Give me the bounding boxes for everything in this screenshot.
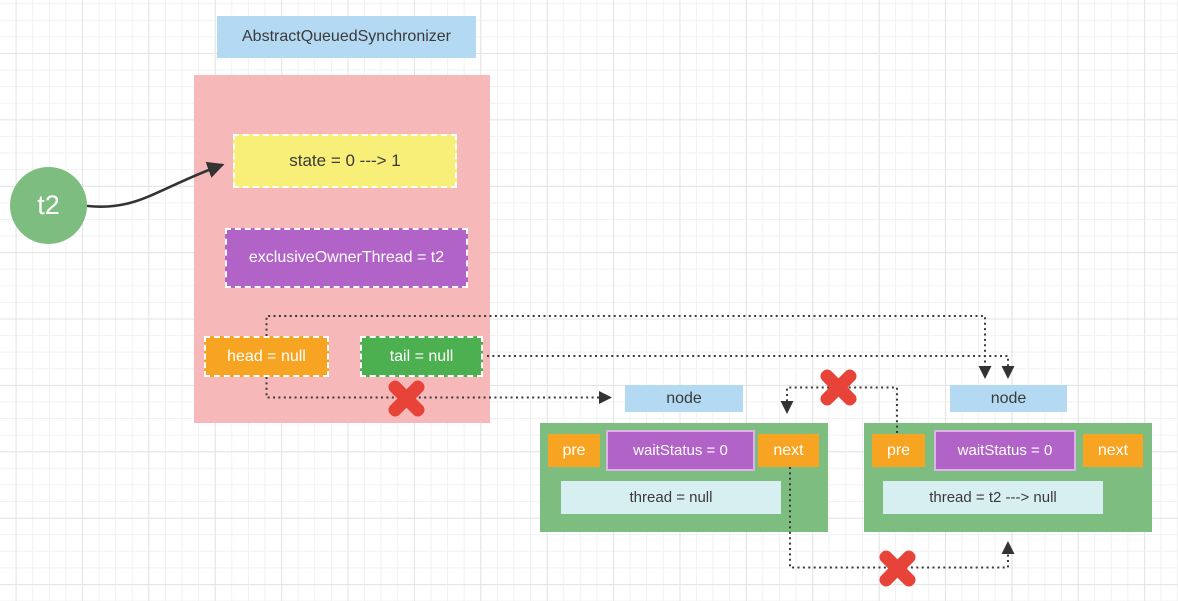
node2-next-field: next — [1083, 434, 1143, 467]
arrow-tail-to-node2 — [487, 355, 1015, 379]
head-field: head = null — [204, 336, 329, 377]
tail-field: tail = null — [360, 336, 483, 377]
red-x-icon-next-link — [875, 546, 919, 590]
aqs-title: AbstractQueuedSynchronizer — [217, 16, 476, 58]
node1-thread-field: thread = null — [561, 481, 781, 514]
node2-label: node — [950, 385, 1067, 412]
red-x-icon-head-old — [384, 376, 428, 420]
node2-thread-field: thread = t2 ---> null — [883, 481, 1103, 514]
exclusive-owner-field: exclusiveOwnerThread = t2 — [225, 228, 468, 288]
node1-waitstatus-field: waitStatus = 0 — [606, 430, 755, 471]
node1-pre-field: pre — [548, 434, 600, 467]
thread-t2-circle: t2 — [10, 167, 87, 244]
state-field: state = 0 ---> 1 — [233, 134, 457, 188]
node2-waitstatus-field: waitStatus = 0 — [934, 430, 1076, 471]
red-x-icon-pre-link — [816, 365, 860, 409]
node2-pre-field: pre — [872, 434, 925, 467]
node1-next-field: next — [758, 434, 819, 467]
node1-label: node — [625, 385, 743, 412]
